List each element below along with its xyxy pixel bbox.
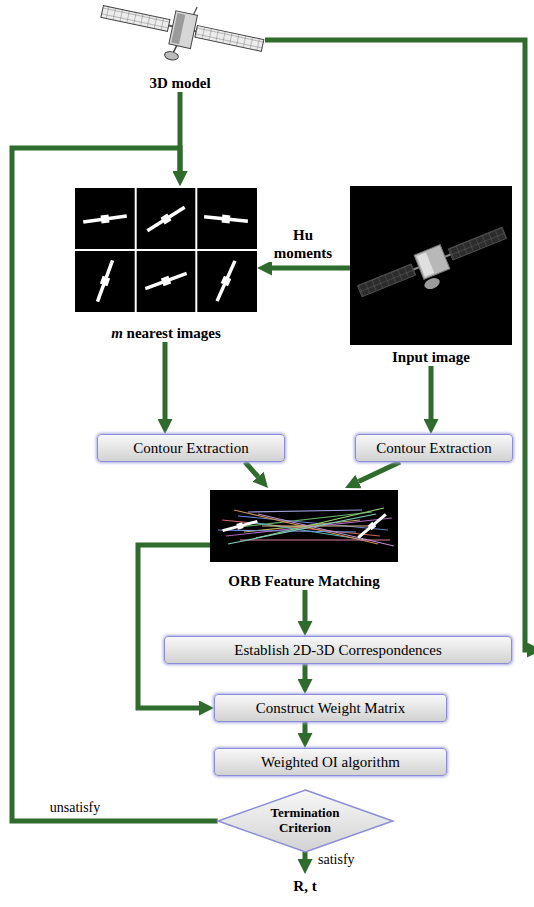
flow-arrow [303,852,308,859]
node-text: Establish 2D-3D Correspondences [234,642,441,659]
edge-label: satisfy [316,852,357,868]
flow-arrow [303,722,308,733]
flow-arrow [265,40,527,650]
image-panel: ORB Feature Matching [210,488,398,590]
process-box: Construct Weight Matrix [214,694,447,722]
node-text: Construct Weight Matrix [256,700,405,717]
input-image [350,186,514,345]
flow-arrow [245,462,258,477]
node-text: m nearest images [111,325,221,342]
node-text: Contour Extraction [376,440,491,457]
process-box: Weighted OI algorithm [214,748,447,776]
node-text: Termination Criterion [259,806,351,836]
process-box: Contour Extraction [355,434,513,462]
node-text: Contour Extraction [133,440,248,457]
flow-arrow [303,590,308,621]
image-panel: Input image [350,184,512,366]
diamond-outline [218,790,393,852]
flow-arrow [429,366,434,419]
process-box: Contour Extraction [97,434,285,462]
edge-label: Hu moments [266,226,340,262]
model-figure: 3D model [95,0,265,92]
flow-arrow [272,266,350,271]
nearest-images-grid [75,188,257,312]
node-text: ORB Feature Matching [228,573,379,590]
orb-matching-image [210,490,398,562]
flow-arrow [359,462,400,482]
node-text: R, t [293,878,316,895]
satellite-model [95,0,267,78]
output-text: R, t [275,874,335,898]
flow-arrow [12,148,218,821]
process-box: Establish 2D-3D Correspondences [164,636,512,664]
flow-arrow [163,342,168,419]
flow-arrow [303,775,308,776]
decision-diamond: Termination Criterion [218,790,393,852]
flow-arrow [138,545,210,708]
node-text: 3D model [149,75,210,92]
node-text: Weighted OI algorithm [261,754,400,771]
node-text: Input image [392,349,470,366]
flow-arrow [303,664,308,679]
image-panel: m nearest images [75,186,257,342]
edge-label: unsatisfy [48,800,103,816]
